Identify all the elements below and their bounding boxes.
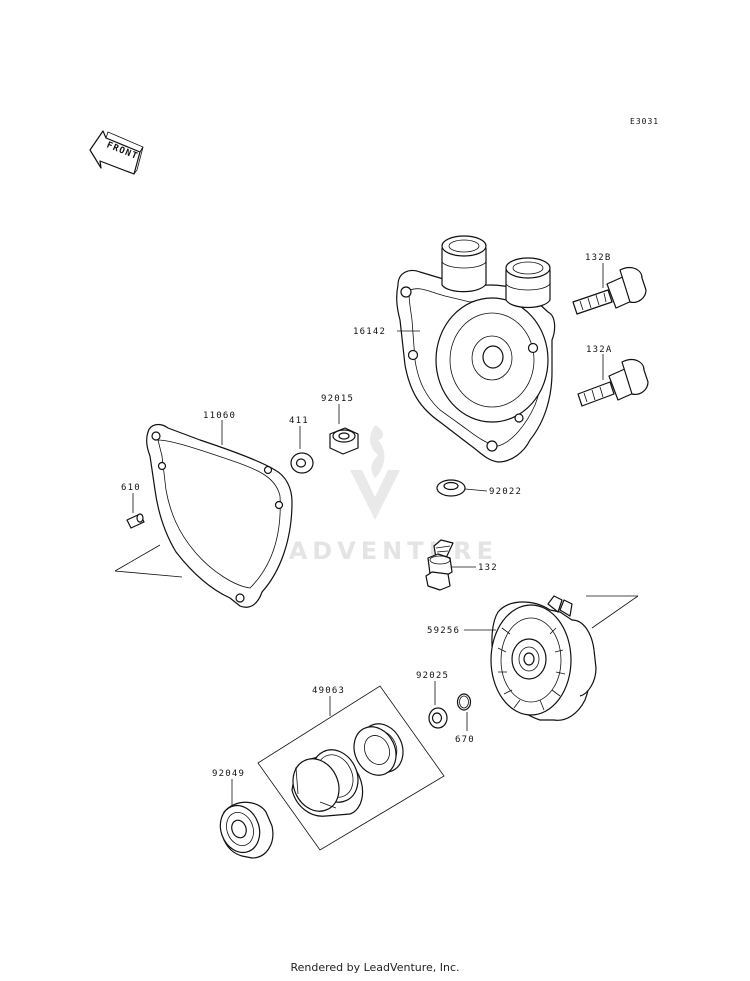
seal-kit-49063 [257, 685, 445, 851]
diagram-code: E3031 [630, 117, 660, 126]
label-411: 411 [289, 416, 309, 426]
impeller-59256 [490, 595, 597, 721]
washer-92022 [436, 479, 466, 497]
washer-411 [290, 452, 314, 474]
watermark-logo [350, 425, 400, 520]
watermark-text: LEADVENTURE [247, 537, 498, 565]
label-610: 610 [121, 483, 141, 493]
pump-cover-16142 [396, 235, 556, 463]
oring-670 [456, 693, 472, 711]
label-132a: 132A [586, 345, 612, 355]
bolt-132 [425, 539, 454, 591]
label-11060: 11060 [203, 411, 236, 421]
footer-credit: Rendered by LeadVenture, Inc. [290, 961, 460, 974]
bolt-132b [572, 266, 647, 315]
label-59256: 59256 [427, 626, 460, 636]
bolt-132a [577, 358, 649, 407]
gasket-11060 [146, 423, 293, 608]
label-92015: 92015 [321, 394, 354, 404]
label-16142: 16142 [353, 327, 386, 337]
front-arrow: FRONT [89, 130, 144, 175]
label-132: 132 [478, 563, 498, 573]
label-92049: 92049 [212, 769, 245, 779]
label-49063: 49063 [312, 686, 345, 696]
label-132b: 132B [585, 253, 611, 263]
nut-92015 [329, 427, 359, 455]
label-92025: 92025 [416, 671, 449, 681]
label-670: 670 [455, 735, 475, 745]
pin-610 [126, 513, 145, 529]
label-92022: 92022 [489, 487, 522, 497]
washer-92025 [428, 707, 448, 729]
bearing-92049 [219, 801, 274, 859]
